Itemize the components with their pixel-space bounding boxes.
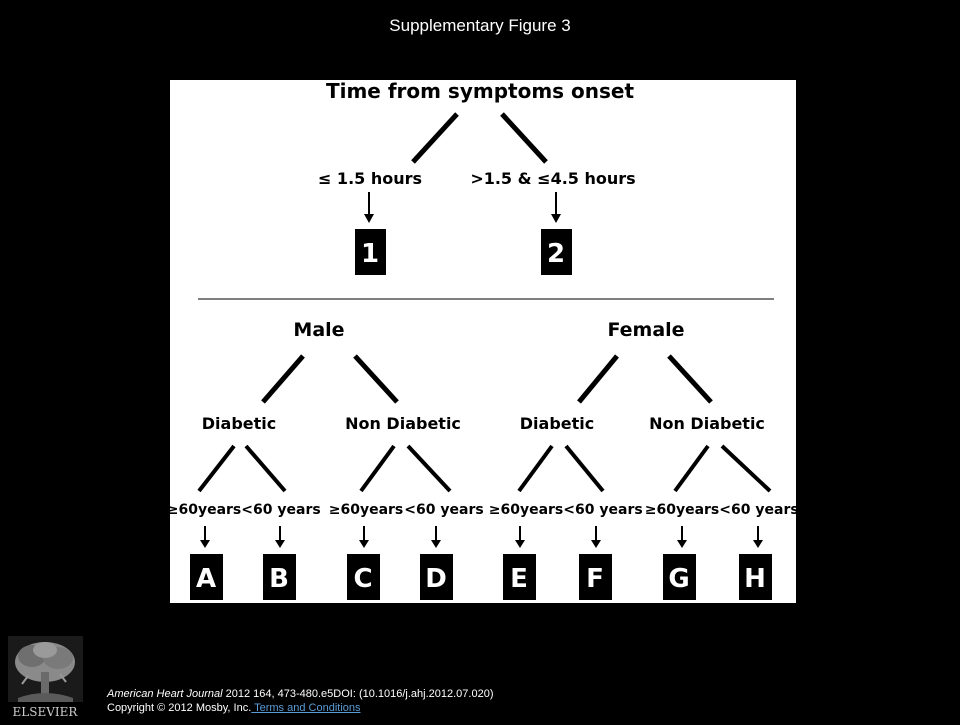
- subgroup-female-non-diabetic: Non Diabetic: [649, 414, 765, 433]
- group-male: Male: [293, 319, 344, 341]
- leaf-c-label: ≥60years: [329, 502, 404, 518]
- edge-root-left: [411, 112, 459, 164]
- box-a-label: A: [196, 564, 216, 594]
- root-node-time-from-onset: Time from symptoms onset: [326, 80, 635, 103]
- leaf-a-label: ≥60years: [170, 502, 241, 518]
- branch-label-1-5-to-4-5: >1.5 & ≤4.5 hours: [470, 169, 635, 188]
- decision-tree-svg: Time from symptoms onset ≤ 1.5 hours >1.…: [170, 80, 796, 600]
- box-d: [420, 554, 453, 600]
- edge-male-diabetic-lt60: [244, 444, 287, 493]
- subgroup-female-diabetic: Diabetic: [520, 414, 594, 433]
- edge-female-nondiabetic-lt60: [720, 444, 772, 493]
- box-f: [579, 554, 612, 600]
- edge-male-diabetic: [261, 354, 305, 404]
- box-h-label: H: [744, 564, 766, 594]
- arrow-to-box-1: [364, 192, 374, 223]
- elsevier-tree-icon: ELSEVIER: [8, 636, 83, 719]
- edge-male-non-diabetic: [353, 354, 399, 404]
- box-e: [503, 554, 536, 600]
- leaf-b-label: <60 years: [241, 502, 320, 518]
- box-c: [347, 554, 380, 600]
- edge-root-right: [500, 112, 548, 164]
- edge-female-diabetic-lt60: [564, 444, 605, 493]
- box-2-label: 2: [547, 239, 565, 269]
- edge-male-nondiabetic-ge60: [359, 444, 396, 493]
- box-e-label: E: [510, 564, 528, 594]
- box-2: [541, 229, 572, 275]
- box-b: [263, 554, 296, 600]
- box-1-label: 1: [361, 239, 379, 269]
- citation-doi: 2012 164, 473-480.e5DOI: (10.1016/j.ahj.…: [222, 688, 494, 700]
- leaf-e-label: ≥60years: [489, 502, 564, 518]
- elsevier-logo: ELSEVIER: [8, 636, 83, 720]
- box-d-label: D: [425, 564, 447, 594]
- citation-line: American Heart Journal 2012 164, 473-480…: [107, 687, 494, 701]
- edge-female-diabetic-ge60: [517, 444, 554, 493]
- edge-male-nondiabetic-lt60: [406, 444, 452, 493]
- box-1: [355, 229, 386, 275]
- journal-name: American Heart Journal: [107, 688, 223, 700]
- leaf-f-label: <60 years: [563, 502, 642, 518]
- subgroup-male-diabetic: Diabetic: [202, 414, 276, 433]
- arrow-to-box-2: [551, 192, 561, 223]
- branch-label-le-1-5: ≤ 1.5 hours: [318, 169, 422, 188]
- box-g: [663, 554, 696, 600]
- terms-and-conditions-link[interactable]: Terms and Conditions: [251, 702, 361, 714]
- subgroup-male-non-diabetic: Non Diabetic: [345, 414, 461, 433]
- leaf-d-label: <60 years: [404, 502, 483, 518]
- copyright-text: Copyright © 2012 Mosby, Inc.: [107, 702, 252, 714]
- copyright-line: Copyright © 2012 Mosby, Inc. Terms and C…: [107, 701, 494, 715]
- box-a: [190, 554, 223, 600]
- leaf-arrows: [200, 526, 763, 548]
- box-h: [739, 554, 772, 600]
- edge-male-diabetic-ge60: [197, 444, 236, 493]
- leaf-h-label: <60 years: [719, 502, 796, 518]
- slide-title: Supplementary Figure 3: [389, 16, 571, 35]
- decision-tree-figure: Time from symptoms onset ≤ 1.5 hours >1.…: [170, 80, 796, 603]
- citation-footer: American Heart Journal 2012 164, 473-480…: [107, 687, 494, 715]
- leaf-g-label: ≥60years: [645, 502, 720, 518]
- edge-female-diabetic: [577, 354, 619, 404]
- group-female: Female: [607, 319, 684, 341]
- box-f-label: F: [586, 564, 604, 594]
- logo-wordmark: ELSEVIER: [13, 705, 79, 719]
- box-b-label: B: [269, 564, 289, 594]
- edge-female-nondiabetic-ge60: [673, 444, 710, 493]
- box-g-label: G: [668, 564, 689, 594]
- box-c-label: C: [353, 564, 372, 594]
- edge-female-non-diabetic: [667, 354, 713, 404]
